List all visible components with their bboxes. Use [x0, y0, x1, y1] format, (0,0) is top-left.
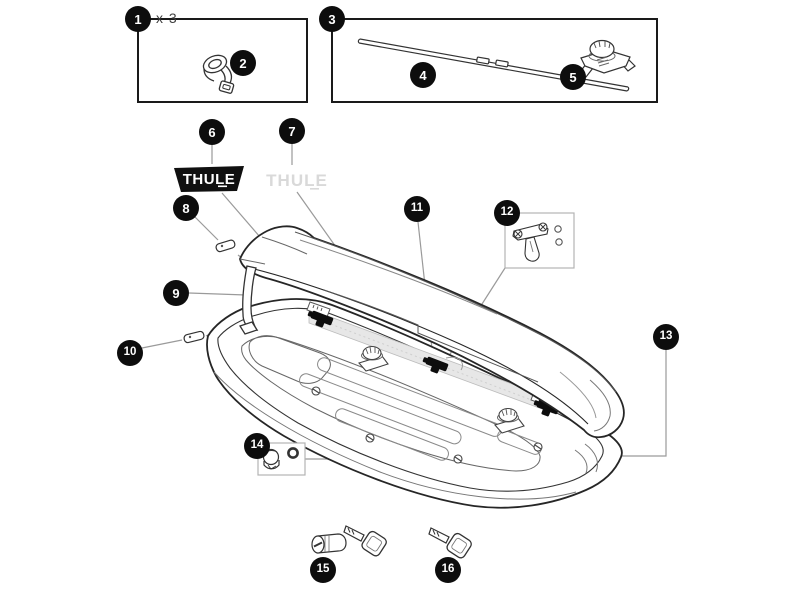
- nut-box: [257, 442, 306, 476]
- lid-strut: [239, 265, 259, 335]
- pin-part-10: [183, 330, 205, 344]
- thule-embossed-logo: THULE: [266, 171, 328, 190]
- roof-box-lid: [239, 225, 625, 439]
- roof-box-base: [206, 298, 623, 509]
- strap-part: [202, 54, 235, 94]
- thule-badge-text: THULE: [183, 171, 236, 188]
- torque-bracket-part: [512, 222, 563, 262]
- floor-screws: [311, 386, 543, 464]
- parts-box-rail-clamp: [331, 18, 658, 103]
- clamp-part: [576, 39, 636, 78]
- o-ring-part: [287, 447, 299, 459]
- key-part-1: [343, 525, 389, 559]
- parts-box-straps: [137, 18, 308, 103]
- thule-badge: THULE: [174, 166, 244, 192]
- thule-embossed-text: THULE: [266, 171, 328, 190]
- lock-cylinder-part: [311, 533, 347, 554]
- torque-bracket-box: [504, 212, 575, 269]
- pin-part-8: [215, 239, 236, 253]
- key-part-2: [428, 527, 474, 561]
- floor-grooves: [299, 357, 542, 461]
